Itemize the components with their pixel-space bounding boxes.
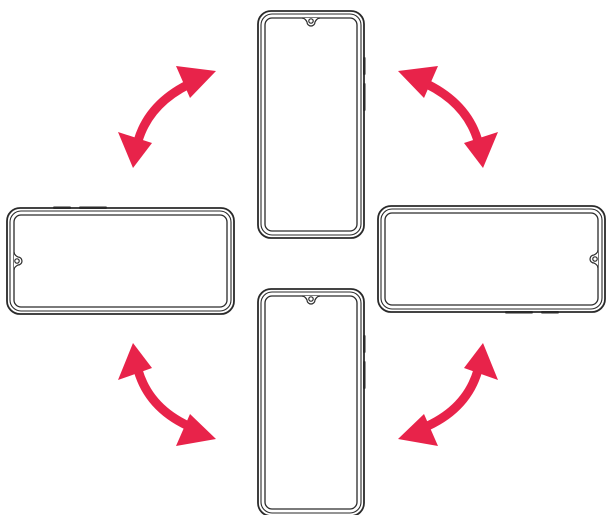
phone-left-landscape: [7, 207, 234, 315]
phone-right-landscape: [378, 206, 605, 314]
rotation-arrow-bottom-right: [398, 343, 498, 446]
rotation-arrow-top-right: [398, 66, 498, 168]
rotation-arrow-bottom-left: [118, 343, 216, 446]
phone-bottom-portrait: [258, 289, 366, 515]
phone-top-portrait: [258, 11, 366, 238]
rotation-arrow-top-left: [118, 66, 216, 168]
